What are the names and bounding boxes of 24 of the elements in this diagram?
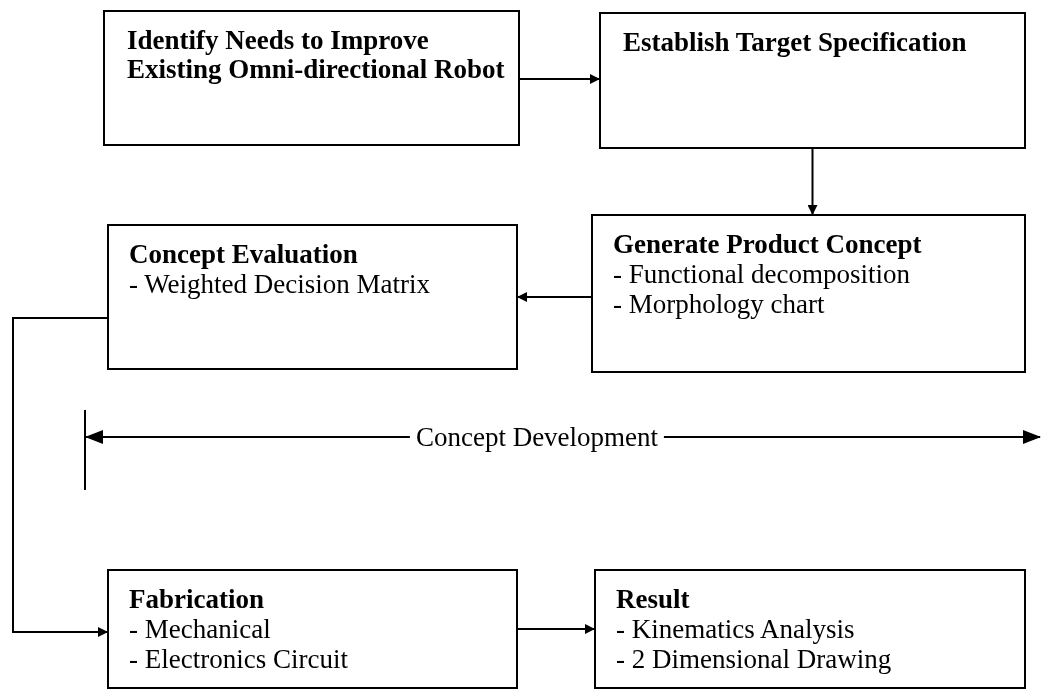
box-heading: Result: [616, 585, 691, 614]
bullet-item: - 2 Dimensional Drawing: [616, 644, 893, 674]
bullet-item: - Morphology chart: [613, 289, 826, 319]
process-box: [107, 224, 518, 370]
arrow: [517, 292, 592, 302]
box-heading: Generate Product Concept: [613, 230, 923, 259]
box-heading: Concept Evaluation: [129, 240, 359, 269]
arrow: [519, 74, 600, 84]
bullet-item: - Functional decomposition: [613, 259, 911, 289]
bullet-item: - Kinematics Analysis: [616, 614, 856, 644]
arrow: [807, 148, 818, 215]
box-heading: Fabrication: [129, 585, 265, 614]
bullet-item: - Electronics Circuit: [129, 644, 349, 674]
process-box: [599, 12, 1026, 149]
arrow: [12, 317, 108, 637]
arrow: [517, 624, 595, 634]
box-heading: Identify Needs to Improve Existing Omni-directional Robot: [127, 26, 506, 84]
process-box: [591, 214, 1026, 373]
box-heading: Establish Target Specification: [623, 28, 968, 57]
process-box: [594, 569, 1026, 689]
bullet-item: - Weighted Decision Matrix: [129, 269, 431, 299]
process-box: [107, 569, 518, 689]
process-box: [103, 10, 520, 146]
bullet-item: - Mechanical: [129, 614, 272, 644]
